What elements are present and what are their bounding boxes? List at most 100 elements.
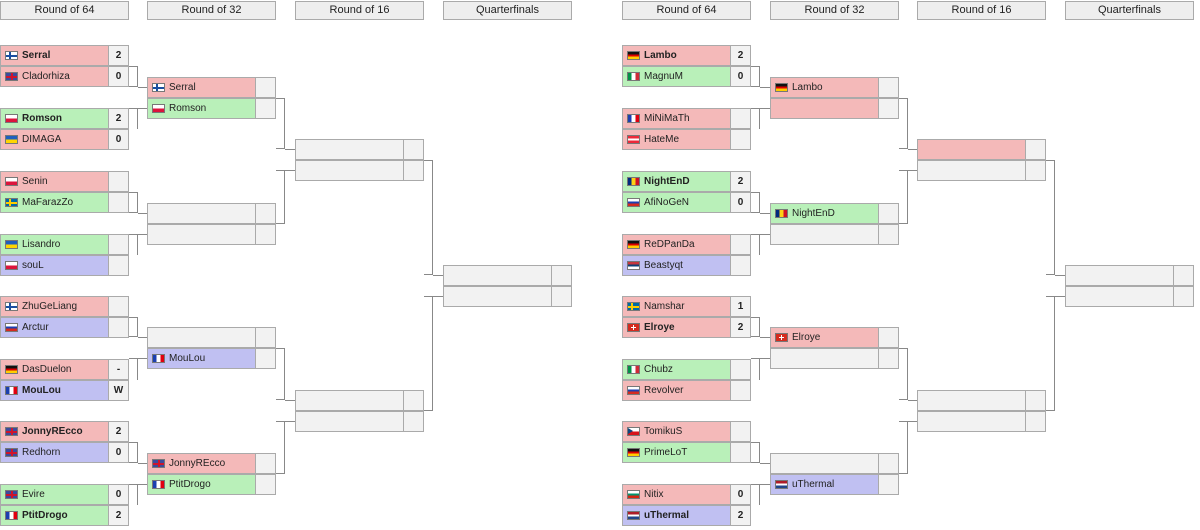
round-header: Round of 32 bbox=[147, 1, 276, 20]
player-slot[interactable]: Revolver bbox=[622, 380, 751, 401]
score-box bbox=[1025, 140, 1045, 159]
bracket-connector bbox=[276, 348, 285, 400]
player-slot[interactable] bbox=[443, 286, 572, 307]
score-box bbox=[551, 266, 571, 285]
flag-icon bbox=[152, 459, 165, 468]
player-slot[interactable] bbox=[295, 411, 424, 432]
score-box: 2 bbox=[730, 172, 750, 191]
player-slot[interactable] bbox=[770, 348, 899, 369]
player-slot[interactable]: Beastyqt bbox=[622, 255, 751, 276]
player-slot[interactable]: PrimeLoT bbox=[622, 442, 751, 463]
player-slot[interactable]: ZhuGeLiang bbox=[0, 296, 129, 317]
player-slot[interactable]: TomikuS bbox=[622, 421, 751, 442]
flag-icon bbox=[5, 135, 18, 144]
score-box: 1 bbox=[730, 297, 750, 316]
player-slot[interactable]: MiNiMaTh bbox=[622, 108, 751, 129]
bracket-connector bbox=[751, 317, 760, 337]
player-slot[interactable] bbox=[917, 411, 1046, 432]
score-box bbox=[878, 225, 898, 244]
score-box bbox=[108, 193, 128, 212]
player-slot[interactable]: Lisandro bbox=[0, 234, 129, 255]
player-slot[interactable] bbox=[1065, 286, 1194, 307]
player-slot[interactable]: MouLou bbox=[147, 348, 276, 369]
player-slot[interactable] bbox=[443, 265, 572, 286]
score-box bbox=[255, 225, 275, 244]
player-name: uThermal bbox=[644, 510, 690, 521]
player-slot[interactable]: Lambo bbox=[770, 77, 899, 98]
player-slot[interactable] bbox=[917, 390, 1046, 411]
score-box bbox=[878, 204, 898, 223]
bracket-connector bbox=[129, 484, 138, 505]
bracket-connector bbox=[276, 98, 285, 149]
bracket-connector bbox=[760, 358, 770, 359]
bracket-connector bbox=[138, 358, 147, 359]
player-name: Redhorn bbox=[22, 447, 61, 458]
round-header: Round of 64 bbox=[0, 1, 129, 20]
bracket-connector bbox=[138, 213, 147, 214]
player-slot[interactable]: DasDuelon- bbox=[0, 359, 129, 380]
player-slot[interactable]: Serral bbox=[147, 77, 276, 98]
bracket-connector bbox=[129, 192, 138, 213]
bracket-connector bbox=[760, 108, 770, 109]
player-slot[interactable] bbox=[917, 160, 1046, 181]
flag-icon bbox=[5, 240, 18, 249]
score-box bbox=[878, 454, 898, 473]
player-slot[interactable] bbox=[147, 203, 276, 224]
player-slot[interactable]: souL bbox=[0, 255, 129, 276]
player-slot[interactable] bbox=[147, 327, 276, 348]
player-slot[interactable]: HateMe bbox=[622, 129, 751, 150]
bracket-connector bbox=[129, 108, 138, 129]
player-slot[interactable] bbox=[295, 390, 424, 411]
player-name: TomikuS bbox=[644, 426, 683, 437]
player-name: JonnyREcco bbox=[169, 458, 226, 469]
player-slot[interactable]: Elroye bbox=[770, 327, 899, 348]
player-slot[interactable] bbox=[295, 160, 424, 181]
player-slot[interactable]: ReDPanDa bbox=[622, 234, 751, 255]
player-slot[interactable] bbox=[147, 224, 276, 245]
player-slot[interactable] bbox=[770, 453, 899, 474]
player-slot[interactable]: MaFarazZo bbox=[0, 192, 129, 213]
player-name: MaFarazZo bbox=[22, 197, 74, 208]
player-name: Beastyqt bbox=[644, 260, 683, 271]
score-box bbox=[551, 287, 571, 306]
bracket-connector bbox=[899, 98, 908, 149]
player-name: Elroye bbox=[644, 322, 675, 333]
player-slot[interactable] bbox=[1065, 265, 1194, 286]
player-slot[interactable]: Senin bbox=[0, 171, 129, 192]
player-slot[interactable] bbox=[770, 98, 899, 119]
player-slot[interactable]: uThermal bbox=[770, 474, 899, 495]
player-slot[interactable]: Arctur bbox=[0, 317, 129, 338]
flag-icon bbox=[5, 511, 18, 520]
player-slot[interactable] bbox=[295, 139, 424, 160]
score-box bbox=[1173, 287, 1193, 306]
player-name: Lambo bbox=[644, 50, 677, 61]
player-name: Serral bbox=[169, 82, 196, 93]
player-slot[interactable]: PtitDrogo bbox=[147, 474, 276, 495]
bracket-connector bbox=[285, 149, 295, 150]
score-box: 0 bbox=[730, 193, 750, 212]
player-slot[interactable]: Chubz bbox=[622, 359, 751, 380]
player-slot[interactable] bbox=[917, 139, 1046, 160]
player-slot[interactable]: Romson bbox=[147, 98, 276, 119]
player-slot[interactable]: JonnyREcco bbox=[147, 453, 276, 474]
player-slot[interactable] bbox=[770, 224, 899, 245]
player-name: Lambo bbox=[792, 82, 823, 93]
player-slot[interactable]: NightEnD bbox=[770, 203, 899, 224]
